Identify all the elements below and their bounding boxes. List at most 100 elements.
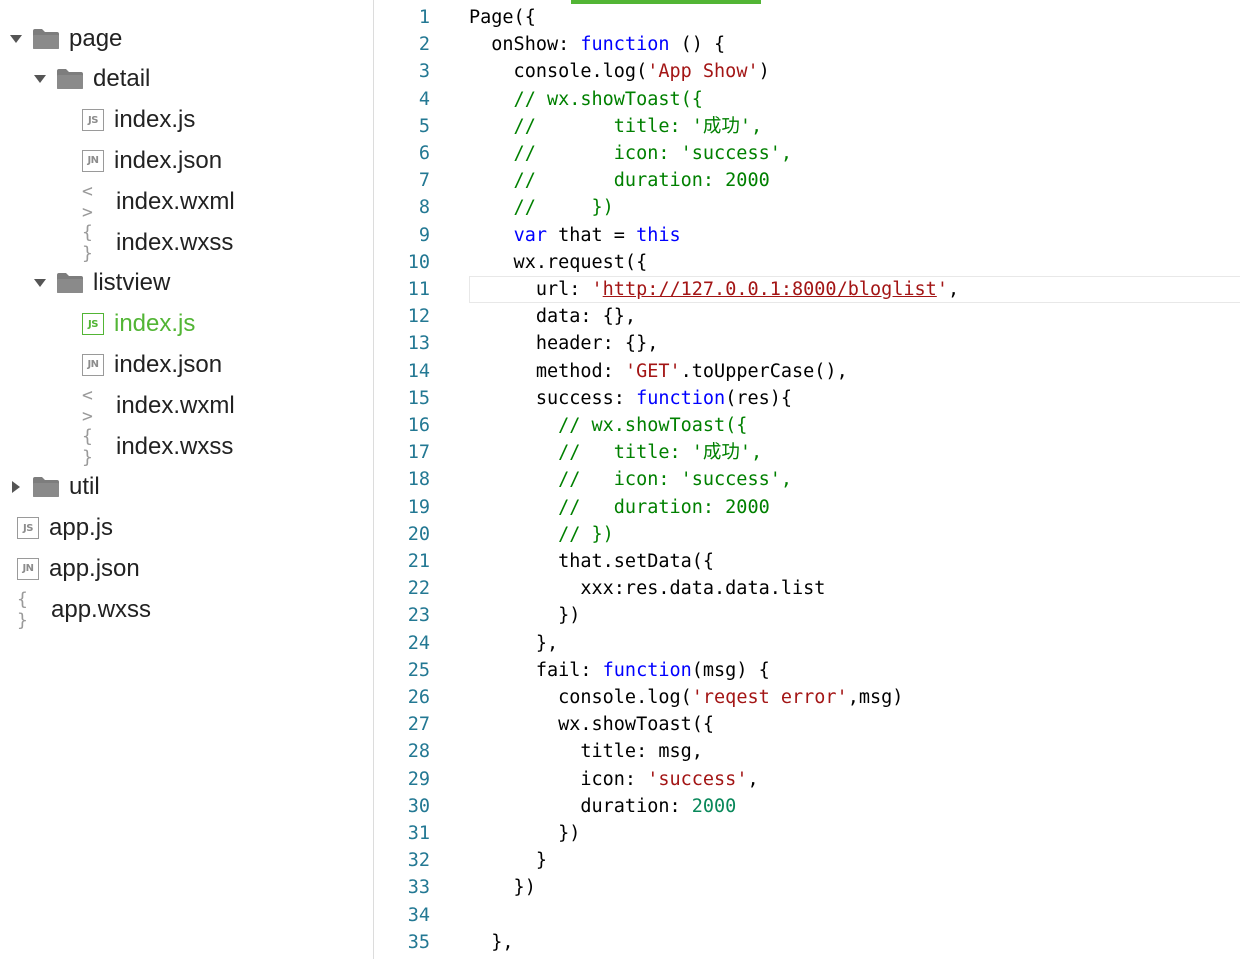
line-number: 13: [407, 333, 430, 355]
code-token: (res){: [725, 387, 793, 409]
code-line[interactable]: 30 duration: 2000: [375, 793, 1240, 820]
line-number: 28: [407, 741, 430, 763]
line-number: 11: [407, 279, 430, 300]
chevron-down-icon[interactable]: [10, 33, 22, 45]
code-text: // icon: 'success',: [469, 466, 792, 493]
tree-file-index-wxss[interactable]: { }index.wxss: [0, 222, 456, 264]
code-line[interactable]: 1 Page({: [375, 4, 1240, 31]
code-line[interactable]: 17 // title: '成功',: [375, 439, 1240, 466]
code-line[interactable]: 8 // }): [375, 194, 1240, 221]
code-line[interactable]: 34: [375, 902, 1240, 929]
chevron-down-icon[interactable]: [34, 73, 46, 85]
code-line[interactable]: 9 var that = this: [375, 222, 1240, 249]
code-token: ': [936, 279, 948, 300]
code-line[interactable]: 18 // icon: 'success',: [375, 466, 1240, 493]
wxml-file-icon: < >: [82, 384, 93, 427]
code-editor[interactable]: 1 Page({ 2 onShow: function () {3 console.…: [375, 0, 1240, 959]
chevron-down-icon[interactable]: [34, 277, 46, 289]
code-token: Page({: [469, 7, 536, 28]
tree-folder-page[interactable]: page: [0, 18, 384, 59]
code-token: success:: [469, 387, 637, 409]
code-token: }): [469, 877, 536, 899]
code-line[interactable]: 6 // icon: 'success',: [375, 140, 1240, 167]
code-line[interactable]: 33 }): [375, 874, 1240, 901]
tree-folder-listview[interactable]: listview: [0, 263, 408, 304]
code-text: header: {},: [469, 330, 659, 357]
code-line[interactable]: 4 // wx.showToast({: [375, 86, 1240, 113]
url-link[interactable]: http://127.0.0.1:8000/bloglist: [602, 279, 937, 300]
line-number: 16: [407, 415, 430, 436]
code-line[interactable]: 14 method: 'GET'.toUpperCase(),: [375, 358, 1240, 385]
chevron-right-icon[interactable]: [10, 481, 22, 494]
code-line[interactable]: 15 success: function(res){: [375, 385, 1240, 412]
code-token: url:: [469, 279, 592, 300]
code-token: ': [591, 279, 603, 300]
code-token: // }): [469, 523, 614, 545]
tree-file-index-wxml[interactable]: < >index.wxml: [0, 181, 456, 223]
code-line[interactable]: 2 onShow: function () {: [375, 31, 1240, 58]
code-token: var: [513, 224, 547, 246]
code-line[interactable]: 21 that.setData({: [375, 548, 1240, 575]
code-line[interactable]: 20 // }): [375, 521, 1240, 548]
tree-item-label: page: [69, 24, 123, 52]
code-line[interactable]: 32 }: [375, 847, 1240, 874]
line-number: 2: [418, 34, 430, 56]
tree-file-index-wxss[interactable]: { }index.wxss: [0, 426, 456, 468]
code-line[interactable]: 25 fail: function(msg) {: [375, 657, 1240, 684]
code-line[interactable]: 12 data: {},: [375, 303, 1240, 330]
code-token: ,: [947, 279, 960, 300]
code-line[interactable]: 31 }): [375, 820, 1240, 847]
code-line[interactable]: 28 title: msg,: [375, 738, 1240, 765]
code-line[interactable]: 7 // duration: 2000: [375, 167, 1240, 194]
code-line[interactable]: 19 // duration: 2000: [375, 494, 1240, 521]
line-number: 1: [418, 7, 430, 28]
code-line[interactable]: 3 console.log('App Show'): [375, 58, 1240, 85]
js-file-icon: JS: [82, 109, 104, 132]
code-token: // duration: 2000: [469, 170, 770, 192]
code-token: function: [636, 387, 726, 409]
tree-file-app-wxss[interactable]: { }app.wxss: [0, 589, 391, 631]
code-line[interactable]: 22 xxx:res.data.data.list: [375, 575, 1240, 602]
tree-folder-detail[interactable]: detail: [0, 59, 408, 100]
line-number: 26: [407, 687, 430, 708]
code-token: method:: [469, 360, 625, 382]
json-file-icon: JN: [82, 353, 104, 376]
code-line[interactable]: 5 // title: '成功',: [375, 113, 1240, 140]
tree-file-index-wxml[interactable]: < >index.wxml: [0, 384, 456, 427]
code-token: (msg) {: [691, 659, 770, 681]
code-text: },: [469, 630, 558, 657]
code-token: // title: '成功',: [469, 115, 763, 137]
code-token: this: [636, 224, 681, 246]
code-line[interactable]: 35 },: [375, 929, 1240, 956]
code-token: // duration: 2000: [469, 496, 770, 518]
code-line[interactable]: 16 // wx.showToast({: [375, 412, 1240, 439]
code-line[interactable]: 23 }): [375, 602, 1240, 629]
code-line[interactable]: 24 },: [375, 630, 1240, 657]
code-text: }): [469, 874, 536, 901]
tree-folder-util[interactable]: util: [0, 467, 384, 508]
code-token: },: [469, 931, 514, 953]
json-file-icon: JN: [17, 557, 39, 580]
code-line[interactable]: 27 wx.showToast({: [375, 711, 1240, 738]
code-token: },: [469, 632, 559, 654]
code-token: console.log(: [469, 687, 692, 708]
line-number: 21: [407, 551, 430, 572]
code-token: 'success': [647, 768, 748, 790]
line-number: 5: [418, 115, 430, 137]
code-line[interactable]: 11 url: 'http://127.0.0.1:8000/bloglist'…: [375, 276, 1240, 303]
active-tab-indicator: [571, 0, 761, 4]
code-line[interactable]: 26 console.log('reqest error',msg): [375, 684, 1240, 711]
line-number: 33: [407, 877, 430, 899]
code-line[interactable]: 29 icon: 'success',: [375, 766, 1240, 793]
code-line[interactable]: 13 header: {},: [375, 330, 1240, 357]
code-token: [469, 225, 514, 246]
json-file-icon: JN: [82, 149, 104, 172]
code-line[interactable]: 10 wx.request({: [375, 249, 1240, 276]
code-text: that.setData({: [469, 548, 714, 575]
